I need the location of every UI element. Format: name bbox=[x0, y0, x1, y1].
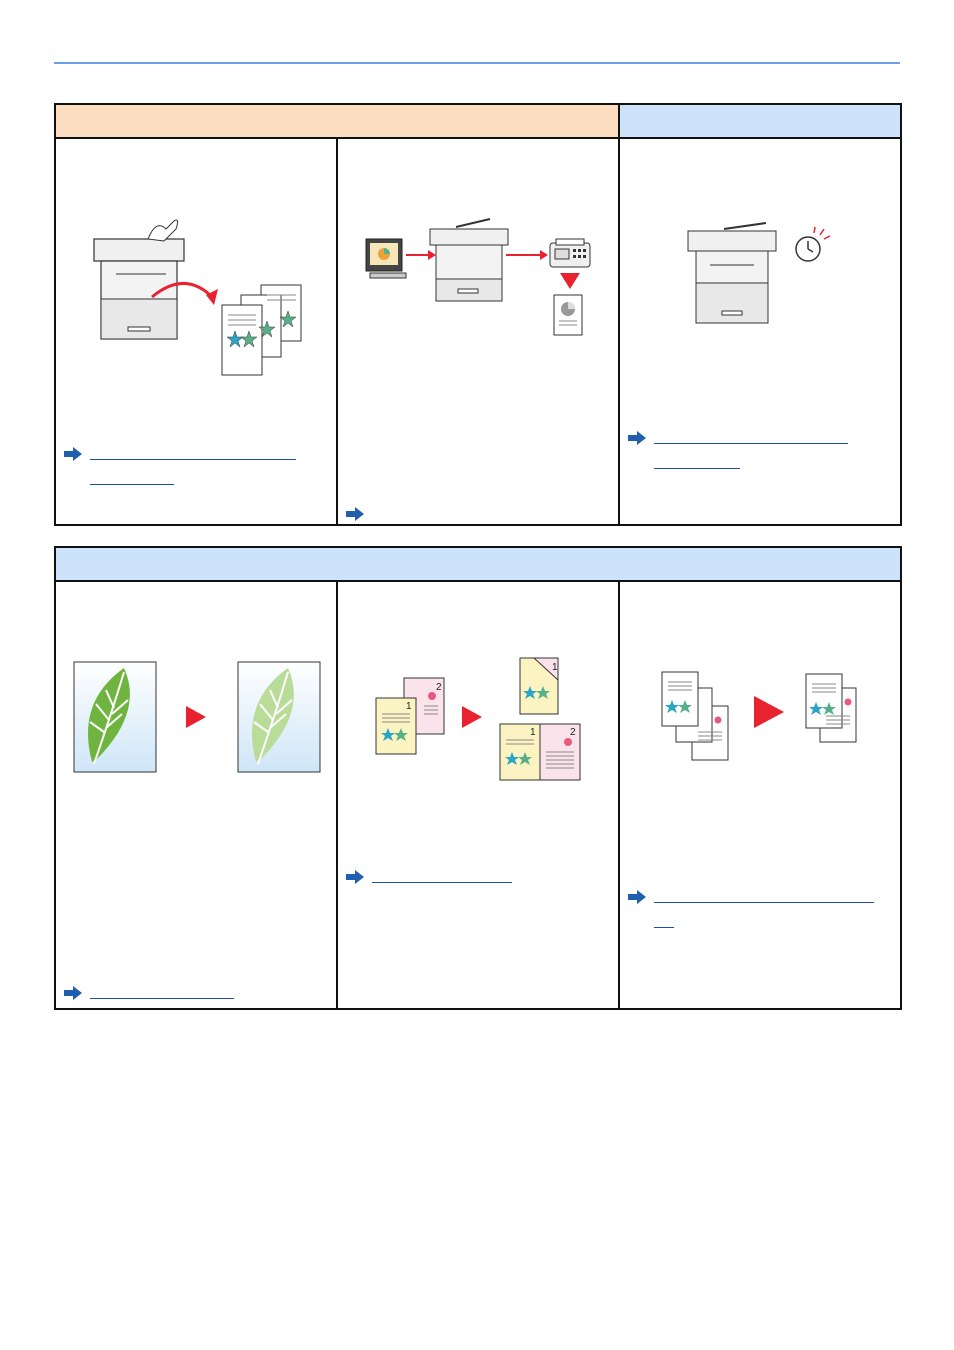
top-rule bbox=[54, 62, 900, 64]
right-arrow-icon bbox=[64, 986, 82, 1000]
cell-duplex: 2 1 1 1 2 bbox=[338, 582, 618, 1008]
link-copy-sort[interactable] bbox=[64, 445, 296, 495]
cell-combine bbox=[620, 582, 900, 1008]
combine-illustration bbox=[661, 671, 857, 761]
link-duplex[interactable] bbox=[346, 868, 512, 893]
col-divider-1 bbox=[336, 137, 338, 524]
duplex-illustration: 2 1 1 1 2 bbox=[375, 657, 581, 781]
link-pc-fax[interactable] bbox=[346, 505, 364, 521]
copy-sort-illustration bbox=[93, 219, 302, 376]
col-divider-2 bbox=[618, 137, 620, 524]
timer-illustration bbox=[687, 222, 831, 324]
feature-panel-bottom: 2 1 1 1 2 bbox=[54, 546, 902, 1010]
feature-panel-top bbox=[54, 103, 902, 526]
panel-bottom-header bbox=[56, 548, 900, 582]
header-peach bbox=[56, 105, 618, 137]
link-combine[interactable] bbox=[628, 888, 874, 938]
link-timer[interactable] bbox=[628, 429, 848, 479]
header-divider bbox=[618, 105, 620, 137]
right-arrow-icon bbox=[346, 870, 364, 884]
ecoprint-illustration bbox=[73, 661, 321, 773]
link-ecoprint[interactable] bbox=[64, 984, 234, 1009]
booklet-page-2-number: 2 bbox=[570, 727, 576, 738]
cell-copy-sort bbox=[56, 139, 336, 524]
cell-timer bbox=[620, 139, 900, 524]
booklet-page-1-number: 1 bbox=[530, 727, 536, 738]
cell-pc-fax bbox=[338, 139, 618, 524]
duplex-page-2-number: 2 bbox=[436, 682, 442, 693]
right-arrow-icon bbox=[628, 890, 646, 904]
col-divider-3 bbox=[336, 580, 338, 1008]
col-divider-4 bbox=[618, 580, 620, 1008]
booklet-flip-page-1-number: 1 bbox=[552, 662, 558, 673]
right-arrow-icon bbox=[346, 507, 364, 521]
right-arrow-icon bbox=[628, 431, 646, 445]
pc-fax-illustration bbox=[365, 218, 591, 336]
header-blue bbox=[620, 105, 900, 137]
right-arrow-icon bbox=[64, 447, 82, 461]
header-blue-full bbox=[56, 548, 900, 580]
panel-top-header bbox=[56, 105, 900, 139]
duplex-page-1-number: 1 bbox=[406, 701, 412, 712]
cell-ecoprint bbox=[56, 582, 336, 1008]
